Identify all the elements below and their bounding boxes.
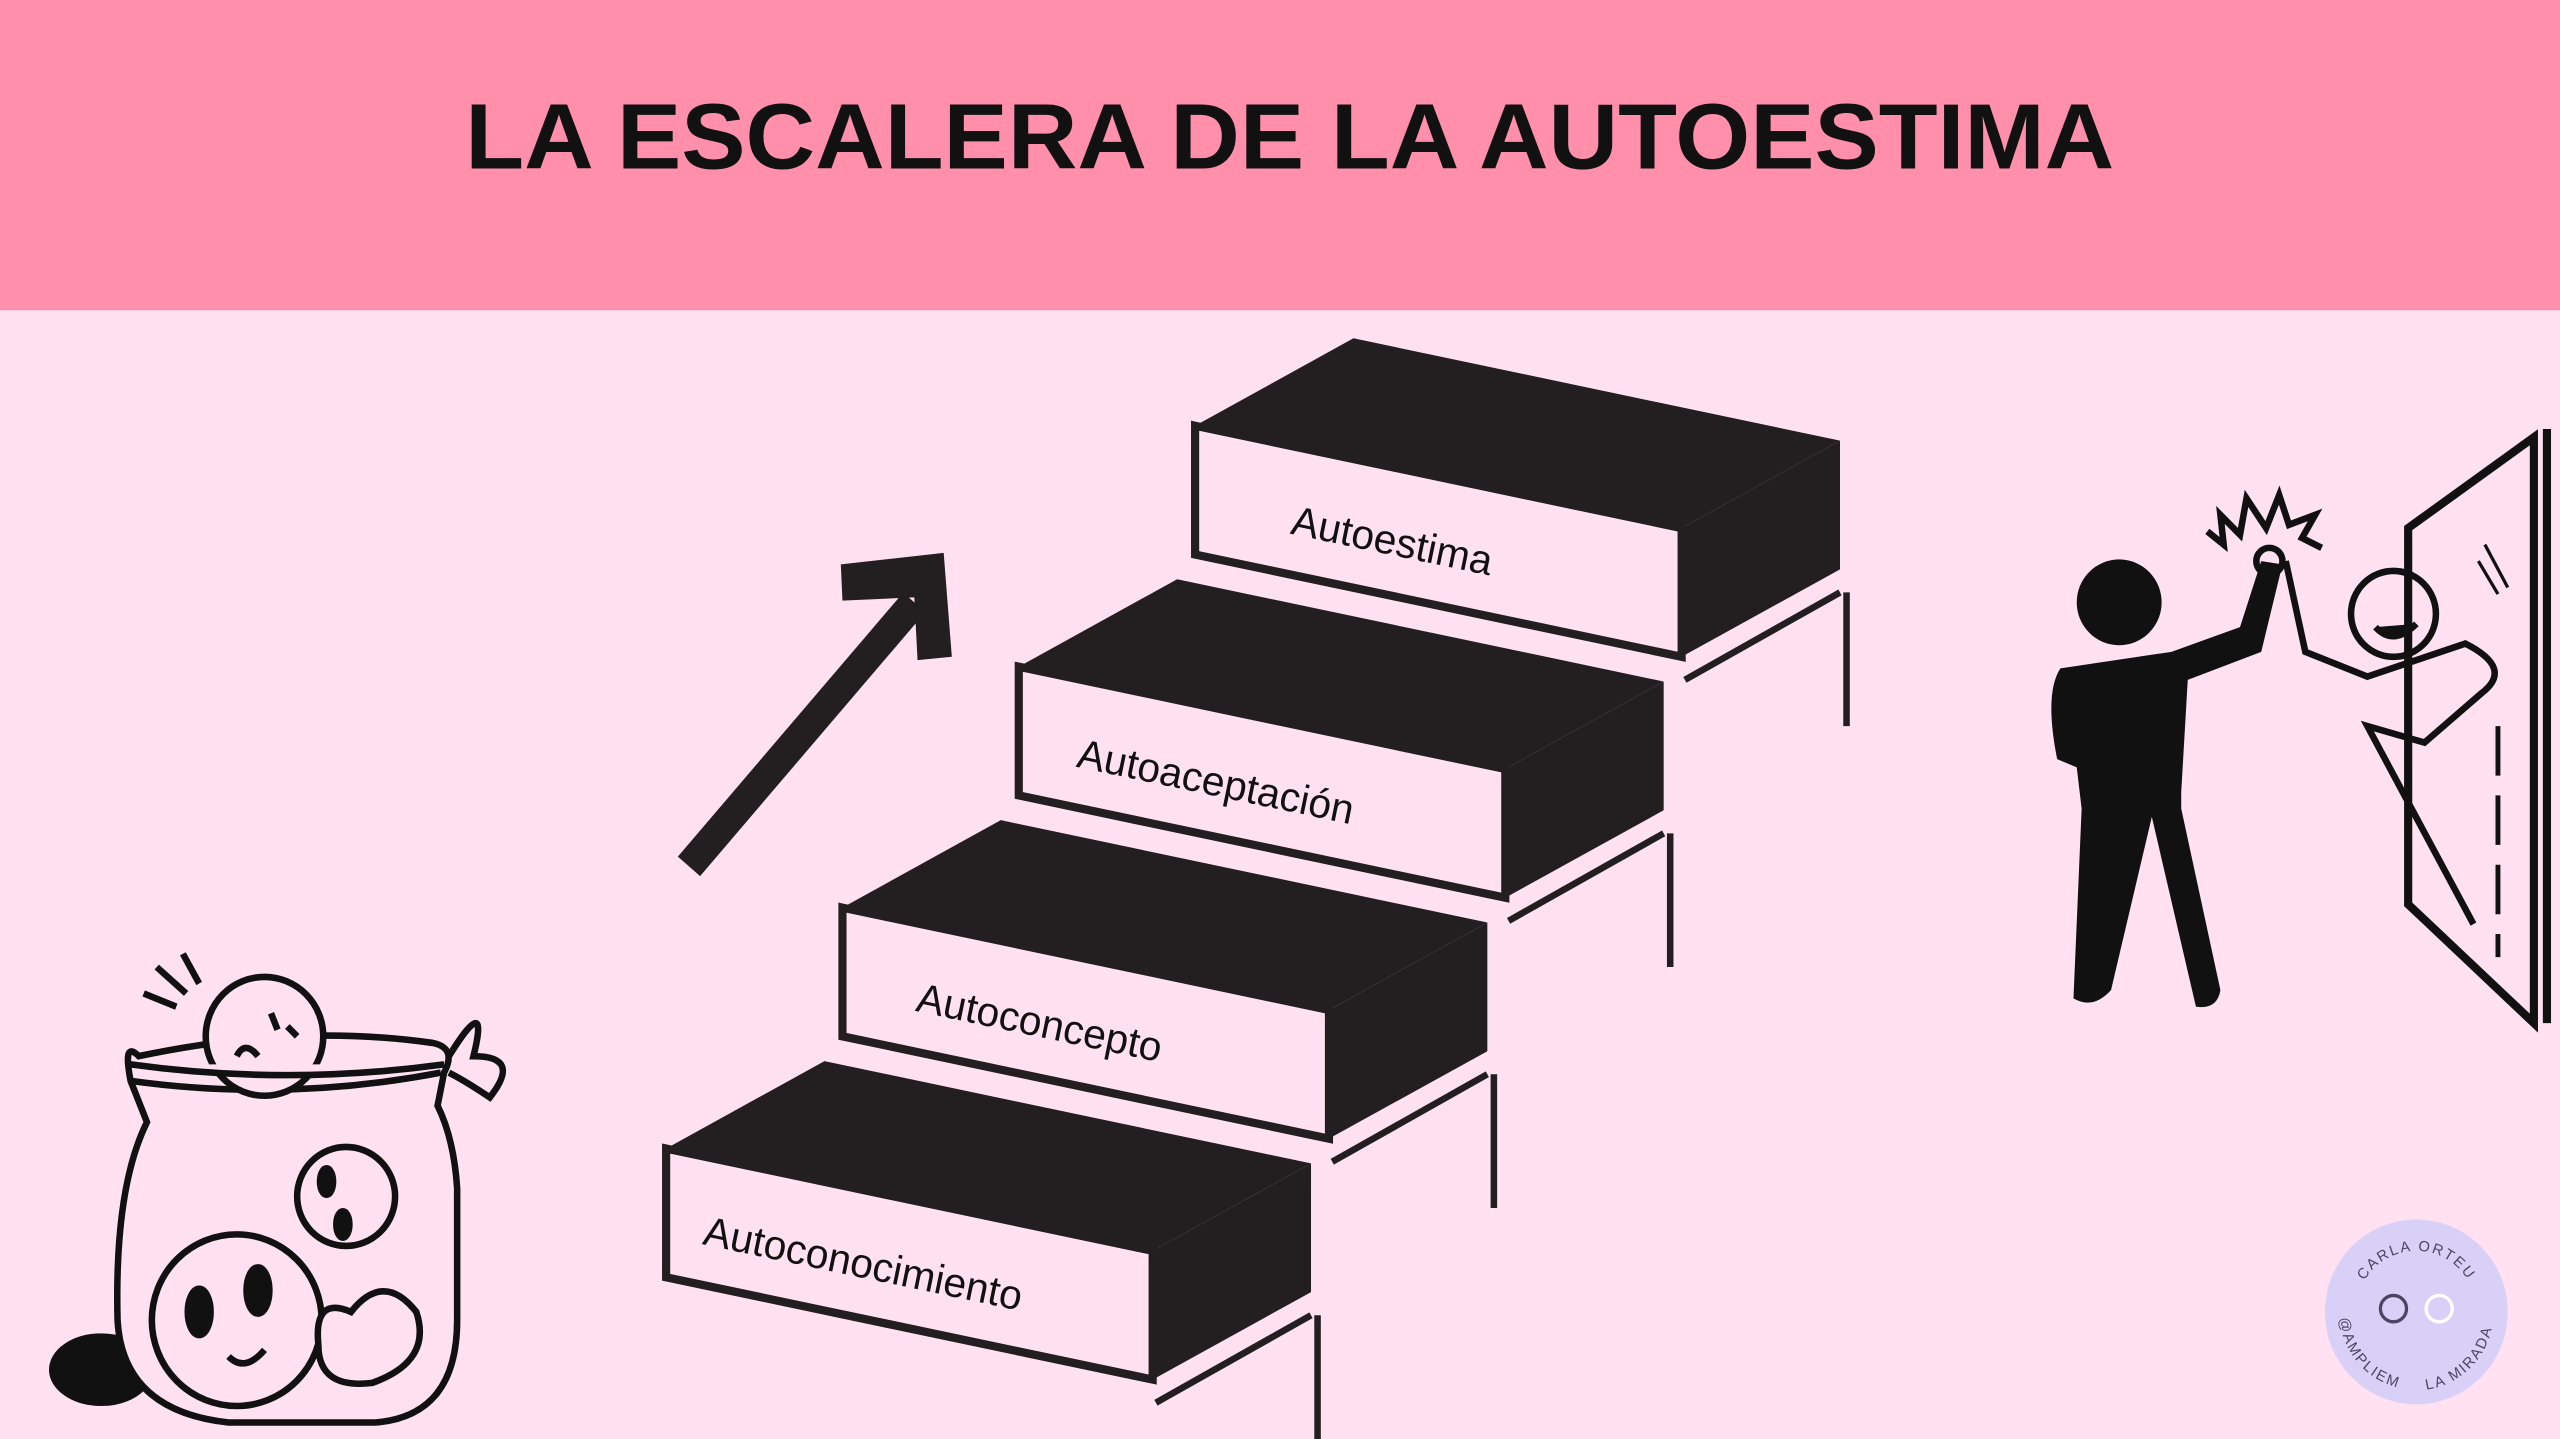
step-front-face	[838, 902, 1334, 1144]
stair-step: Autoconcepto	[838, 820, 1498, 1208]
step-outline	[1506, 830, 1666, 924]
step-side-face	[1681, 440, 1840, 657]
step-side-face	[1505, 681, 1664, 898]
stair-step: Autoestima	[1191, 338, 1850, 727]
up-arrow-icon	[677, 552, 952, 877]
page-title: LA ESCALERA DE LA AUTOESTIMA	[465, 86, 2114, 189]
step-top-face	[666, 1061, 1312, 1251]
header-band	[0, 0, 2560, 311]
step-top-face	[1018, 579, 1664, 770]
step-side-face	[1328, 922, 1488, 1139]
step-top-face	[842, 820, 1488, 1010]
high-five-mirror-icon	[2051, 429, 2552, 1033]
staircase: AutoconocimientoAutoconceptoAutoaceptaci…	[662, 338, 1850, 1439]
step-front-face	[662, 1143, 1157, 1385]
happy-jar-icon	[48, 952, 507, 1426]
yarn-ball-icon	[2378, 1293, 2409, 1324]
step-outline	[1330, 1071, 1489, 1165]
stair-step: Autoaceptación	[1014, 579, 1674, 968]
step-top-face	[1195, 338, 1840, 529]
step-outline	[1154, 1312, 1313, 1406]
ring-icon	[2424, 1293, 2454, 1324]
author-logo: CARLA ORTEU @AMPLIEM LA MIRADA	[2324, 1219, 2508, 1405]
step-side-face	[1152, 1163, 1312, 1380]
step-front-face	[1014, 661, 1510, 903]
step-front-face	[1191, 420, 1686, 662]
step-outline	[1683, 589, 1842, 683]
